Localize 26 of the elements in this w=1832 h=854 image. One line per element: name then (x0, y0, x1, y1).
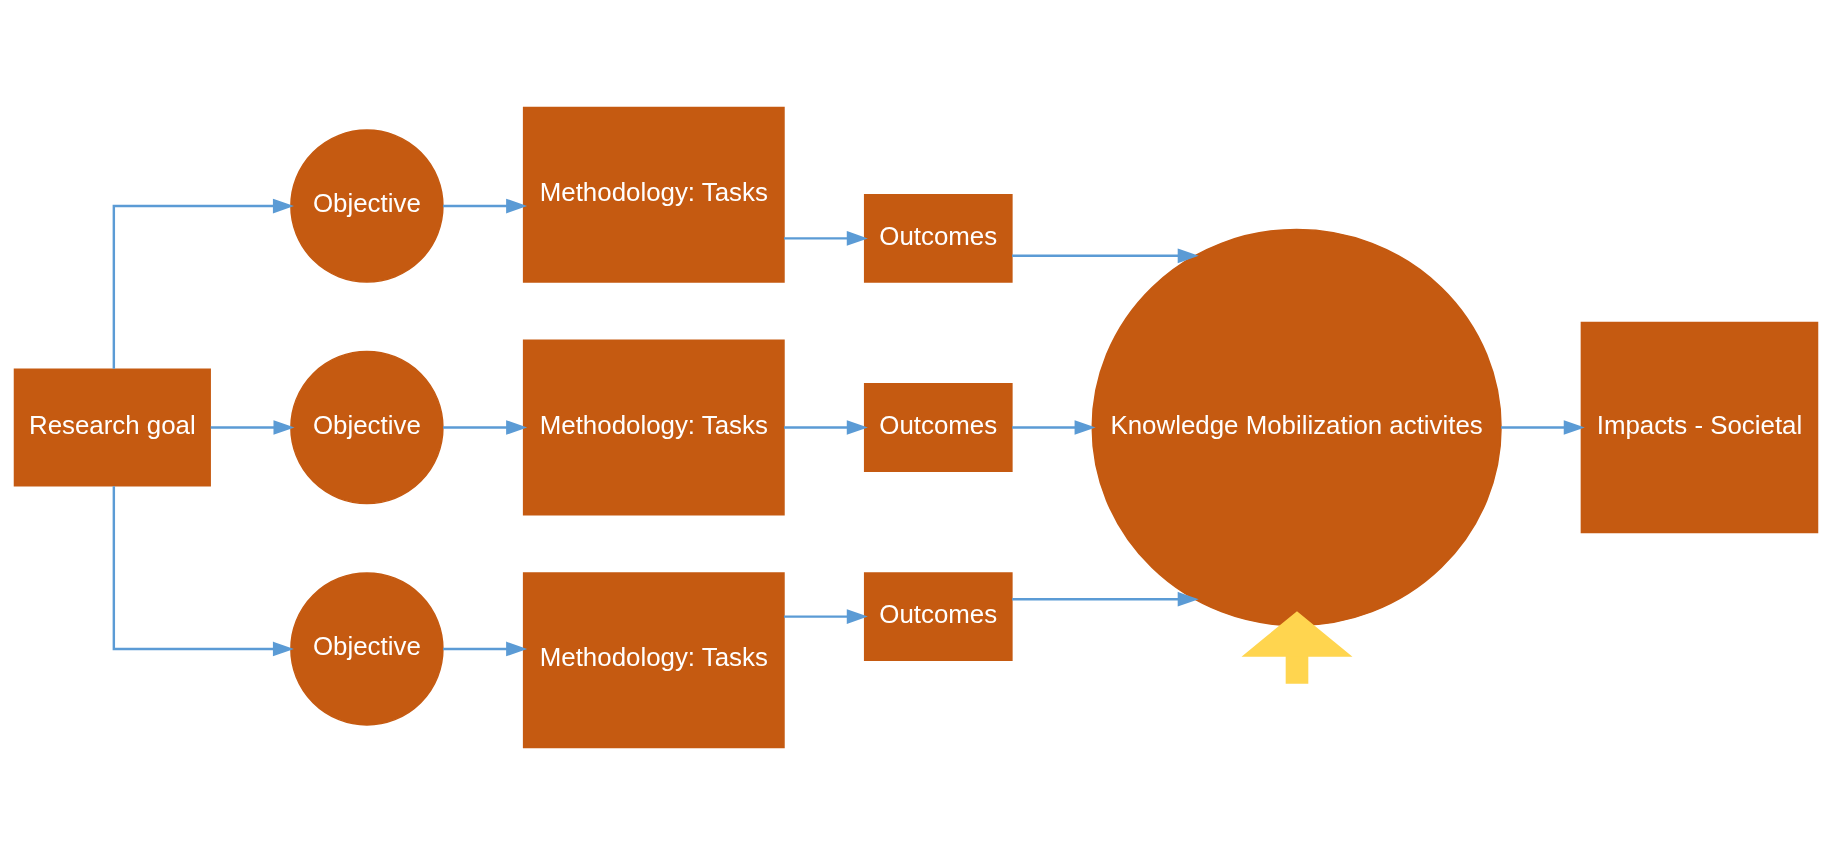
arrow (443, 198, 528, 213)
node-box: Methodology: Tasks (522, 571, 785, 748)
node-box: Research goal (13, 368, 211, 486)
arrow (443, 419, 528, 435)
node-circle: Objective (290, 128, 444, 283)
node-circle: Objective (290, 571, 444, 726)
node-box: Outcomes (863, 193, 1013, 283)
arrow (1241, 610, 1353, 684)
node-circle: Objective (290, 350, 444, 504)
arrow (783, 230, 868, 246)
node-box: Methodology: Tasks (522, 106, 785, 283)
node-box: Impacts - Societal (1580, 321, 1819, 533)
arrow (1012, 419, 1096, 435)
arrow (1501, 419, 1585, 435)
arrow (443, 641, 528, 656)
arrow (1012, 247, 1199, 263)
node-box: Methodology: Tasks (522, 338, 785, 516)
node-circle: Knowledge Mobilization activites (1091, 228, 1502, 626)
arrow (210, 419, 295, 435)
arrow (1012, 591, 1199, 607)
node-box: Outcomes (863, 571, 1013, 661)
arrow (112, 485, 294, 656)
arrow (112, 198, 294, 369)
arrow (783, 608, 868, 624)
node-box: Outcomes (863, 382, 1013, 472)
arrow (783, 419, 868, 435)
